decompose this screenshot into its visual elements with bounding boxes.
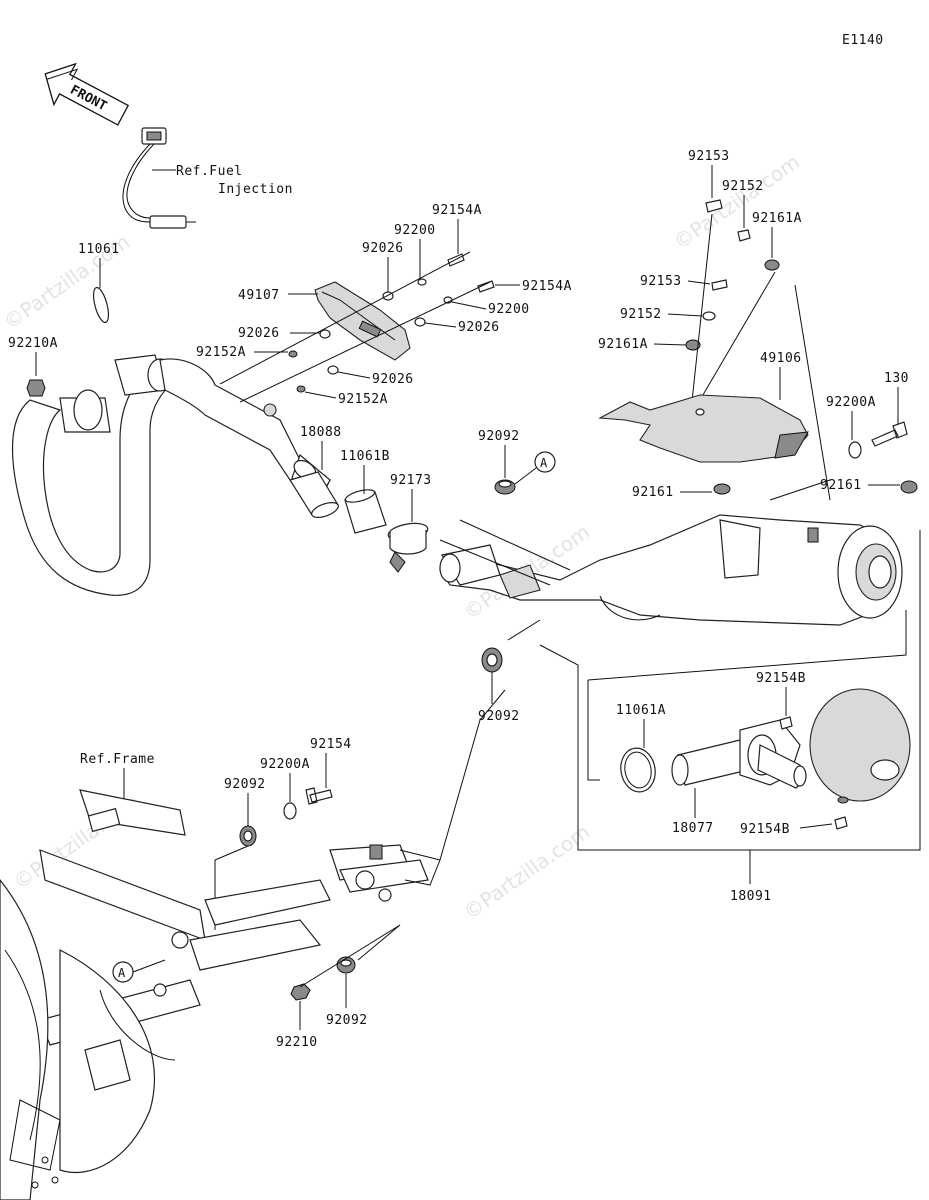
bolt-130 [871, 421, 908, 447]
label-92092-a: 92092 [478, 429, 520, 444]
label-92152A-b: 92152A [338, 392, 388, 407]
upper-hardware [685, 199, 780, 351]
label-92210A: 92210A [8, 336, 58, 351]
washer-92200A [848, 441, 862, 459]
nut-92210A [26, 379, 46, 397]
label-92026-a: 92026 [362, 241, 404, 256]
screw-92154B-bottom [834, 816, 848, 830]
label-11061B: 11061B [340, 449, 390, 464]
gasket-11061A [620, 747, 656, 793]
label-11061A: 11061A [616, 703, 666, 718]
label-92154A-a: 92154A [432, 203, 482, 218]
label-92161A-b: 92161A [598, 337, 648, 352]
grommet-92161-left [713, 483, 731, 495]
frame [0, 689, 506, 1200]
label-11061: 11061 [78, 242, 120, 257]
label-92026-c: 92026 [238, 326, 280, 341]
label-92161-b: 92161 [820, 478, 862, 493]
label-92200A-b: 92200A [260, 757, 310, 772]
gasket-11061 [92, 286, 110, 324]
label-92161-a: 92161 [632, 485, 674, 500]
sleeve-11061B [344, 489, 387, 534]
end-cap-group-18091 [539, 530, 921, 851]
label-92026-b: 92026 [458, 320, 500, 335]
heat-guard-49107 [314, 281, 411, 361]
label-18077: 18077 [672, 821, 714, 836]
front-arrow: FRONT [44, 62, 130, 126]
callout-a-upper [534, 451, 556, 473]
muffler-cover-49106 [598, 394, 809, 463]
grommet-92092-lower-right [336, 956, 356, 974]
guard-hardware [219, 251, 495, 403]
diagram-id: E1140 [842, 33, 884, 48]
bolt-92154 [305, 787, 333, 805]
label-92200-b: 92200 [488, 302, 530, 317]
label-92200A-a: 92200A [826, 395, 876, 410]
label-49107: 49107 [238, 288, 280, 303]
label-92152-a: 92152 [722, 179, 764, 194]
label-92200-a: 92200 [394, 223, 436, 238]
header-pipe [11, 354, 331, 596]
grommet-92092-upper [494, 479, 516, 495]
label-92161A-a: 92161A [752, 211, 802, 226]
label-49106: 49106 [760, 351, 802, 366]
label-92153-b: 92153 [640, 274, 682, 289]
grommet-92092-mid [481, 647, 503, 673]
watermark-3: ©Partzilla.com [459, 820, 594, 925]
label-92153-a: 92153 [688, 149, 730, 164]
label-92092-b: 92092 [478, 709, 520, 724]
label-92092-c: 92092 [224, 777, 266, 792]
washer-92200A-lower [283, 802, 297, 820]
ref-fuel-line2: Injection [218, 182, 293, 197]
label-92152A-a: 92152A [196, 345, 246, 360]
o2-sensor [122, 127, 196, 229]
watermark-1: ©Partzilla.com [669, 150, 804, 255]
label-18091: 18091 [730, 889, 772, 904]
muffler-body [439, 514, 903, 626]
label-92154B-a: 92154B [756, 671, 806, 686]
label-92154: 92154 [310, 737, 352, 752]
label-92173: 92173 [390, 473, 432, 488]
callout-a-upper-text: A [540, 456, 548, 470]
end-cap [809, 688, 911, 804]
label-92026-d: 92026 [372, 372, 414, 387]
label-92092-d: 92092 [326, 1013, 368, 1028]
grommet-92161-right [900, 480, 918, 494]
ref-frame: Ref.Frame [80, 752, 155, 767]
label-18088: 18088 [300, 425, 342, 440]
label-130: 130 [884, 371, 909, 386]
joint-pipe-18088 [289, 471, 339, 518]
tailpipe-18077 [671, 719, 807, 789]
ref-fuel-line1: Ref.Fuel [176, 164, 243, 179]
clamp-92173 [387, 522, 429, 573]
callout-a-lower-text: A [118, 966, 126, 980]
screw-92154B-top [779, 716, 793, 730]
label-92210: 92210 [276, 1035, 318, 1050]
label-92152-b: 92152 [620, 307, 662, 322]
label-92154B-b: 92154B [740, 822, 790, 837]
grommet-92092-lower-left [239, 825, 257, 847]
label-92154A-b: 92154A [522, 279, 572, 294]
